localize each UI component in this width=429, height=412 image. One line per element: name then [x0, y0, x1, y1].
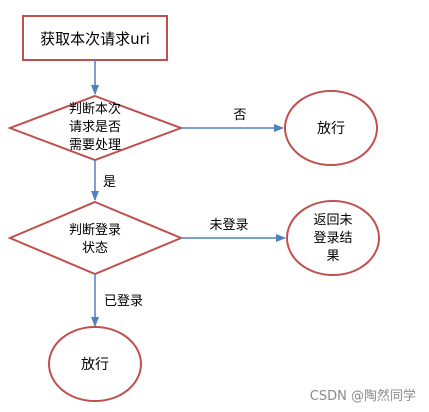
label-logged: 已登录 — [104, 294, 143, 309]
end-release-bottom-label: 放行 — [81, 357, 109, 373]
end-not-logged-line-3: 果 — [326, 249, 339, 264]
end-release-bottom — [48, 326, 142, 402]
start-box — [22, 15, 168, 61]
watermark: CSDN @陶然同学 — [310, 388, 416, 404]
decision-login-status — [7, 200, 184, 276]
start-label: 获取本次请求uri — [40, 30, 150, 48]
end-release-top-label: 放行 — [317, 121, 345, 137]
label-no: 否 — [233, 108, 246, 123]
decision2-line-1: 判断登录 — [69, 223, 121, 238]
decision1-line-2: 请求是否 — [69, 120, 121, 135]
label-yes: 是 — [103, 175, 116, 190]
decision1-line-3: 需要处理 — [69, 138, 121, 153]
end-not-logged-line-2: 登录结 — [313, 231, 352, 246]
end-not-logged-line-1: 返回未 — [313, 213, 352, 228]
end-release-top — [284, 90, 378, 166]
decision2-line-2: 状态 — [82, 241, 108, 256]
label-not-logged: 未登录 — [209, 218, 248, 233]
decision1-line-1: 判断本次 — [69, 101, 121, 117]
end-not-logged — [286, 200, 380, 276]
